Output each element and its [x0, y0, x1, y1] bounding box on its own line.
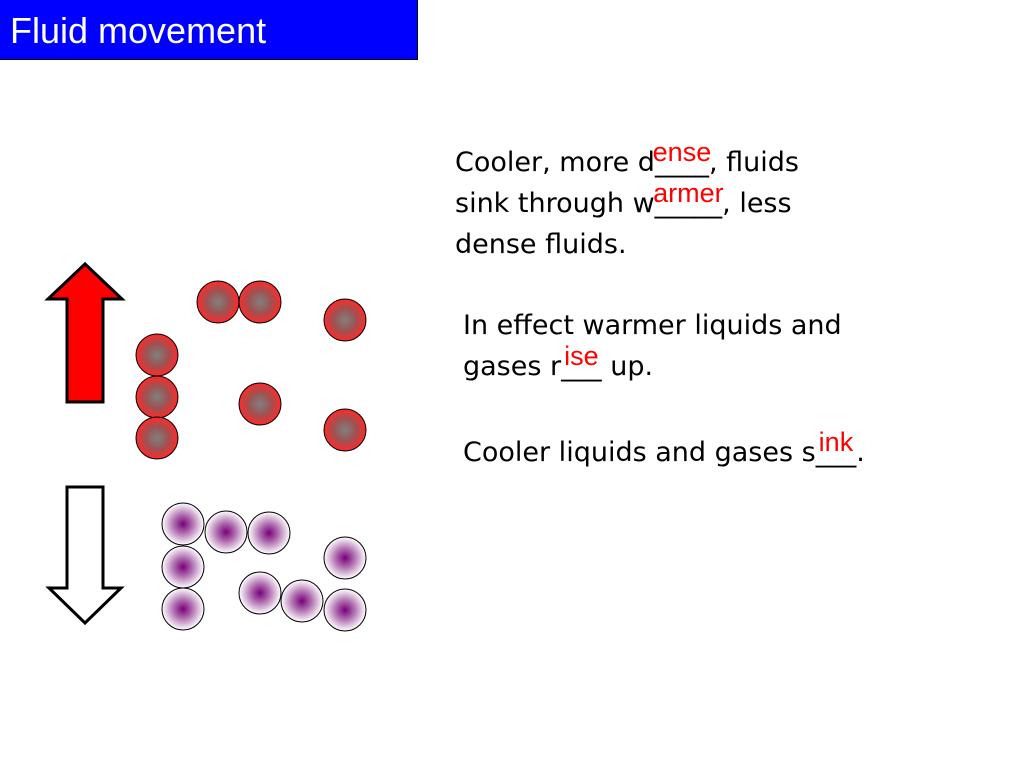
- cool-particle: [280, 579, 324, 623]
- cool-particle: [238, 571, 282, 615]
- paragraph-line: Cooler liquids and gases s___ink.: [463, 427, 865, 473]
- answer-text: ense: [652, 136, 712, 167]
- warm-particles: [135, 280, 367, 460]
- warm-particle: [238, 382, 282, 426]
- fill-blank: _____armer: [653, 178, 724, 224]
- page-title: Fluid movement: [10, 10, 267, 51]
- paragraph-line: gases r___ise up.: [463, 341, 842, 387]
- answer-text: ink: [818, 426, 854, 457]
- cool-particle: [204, 510, 248, 554]
- cool-particle: [323, 588, 367, 632]
- cool-particle: [247, 511, 291, 555]
- paragraph-line: sink through w_____armer, less: [455, 178, 799, 224]
- paragraph-line: In effect warmer liquids and: [463, 310, 842, 341]
- fill-blank: ___ise: [561, 341, 602, 387]
- warm-particle: [135, 416, 179, 460]
- paragraph-density: Cooler, more d____ense, fluids sink thro…: [455, 137, 799, 265]
- warm-particle: [323, 298, 367, 342]
- answer-text: armer: [653, 177, 724, 208]
- down-arrow-icon: [45, 485, 125, 626]
- warm-particle: [135, 375, 179, 419]
- cool-particle: [161, 502, 205, 546]
- cool-particle: [161, 545, 205, 589]
- paragraph-sink: Cooler liquids and gases s___ink.: [463, 427, 865, 473]
- paragraph-line: dense fluids.: [455, 229, 627, 260]
- warm-particle: [323, 408, 367, 452]
- warm-particle: [196, 280, 240, 324]
- fill-blank: ____ense: [653, 137, 712, 183]
- paragraph-line: Cooler, more d____ense, fluids: [455, 137, 799, 183]
- cool-particle: [323, 536, 367, 580]
- fill-blank: ___ink: [816, 427, 857, 473]
- answer-text: ise: [564, 340, 599, 371]
- cool-particle: [161, 587, 205, 631]
- title-box: Fluid movement: [0, 0, 418, 60]
- warm-particle: [135, 333, 179, 377]
- warm-particle: [238, 280, 282, 324]
- cool-particles: [161, 502, 367, 632]
- paragraph-rise: In effect warmer liquids and gases r___i…: [463, 305, 842, 387]
- up-arrow-icon: [44, 261, 126, 404]
